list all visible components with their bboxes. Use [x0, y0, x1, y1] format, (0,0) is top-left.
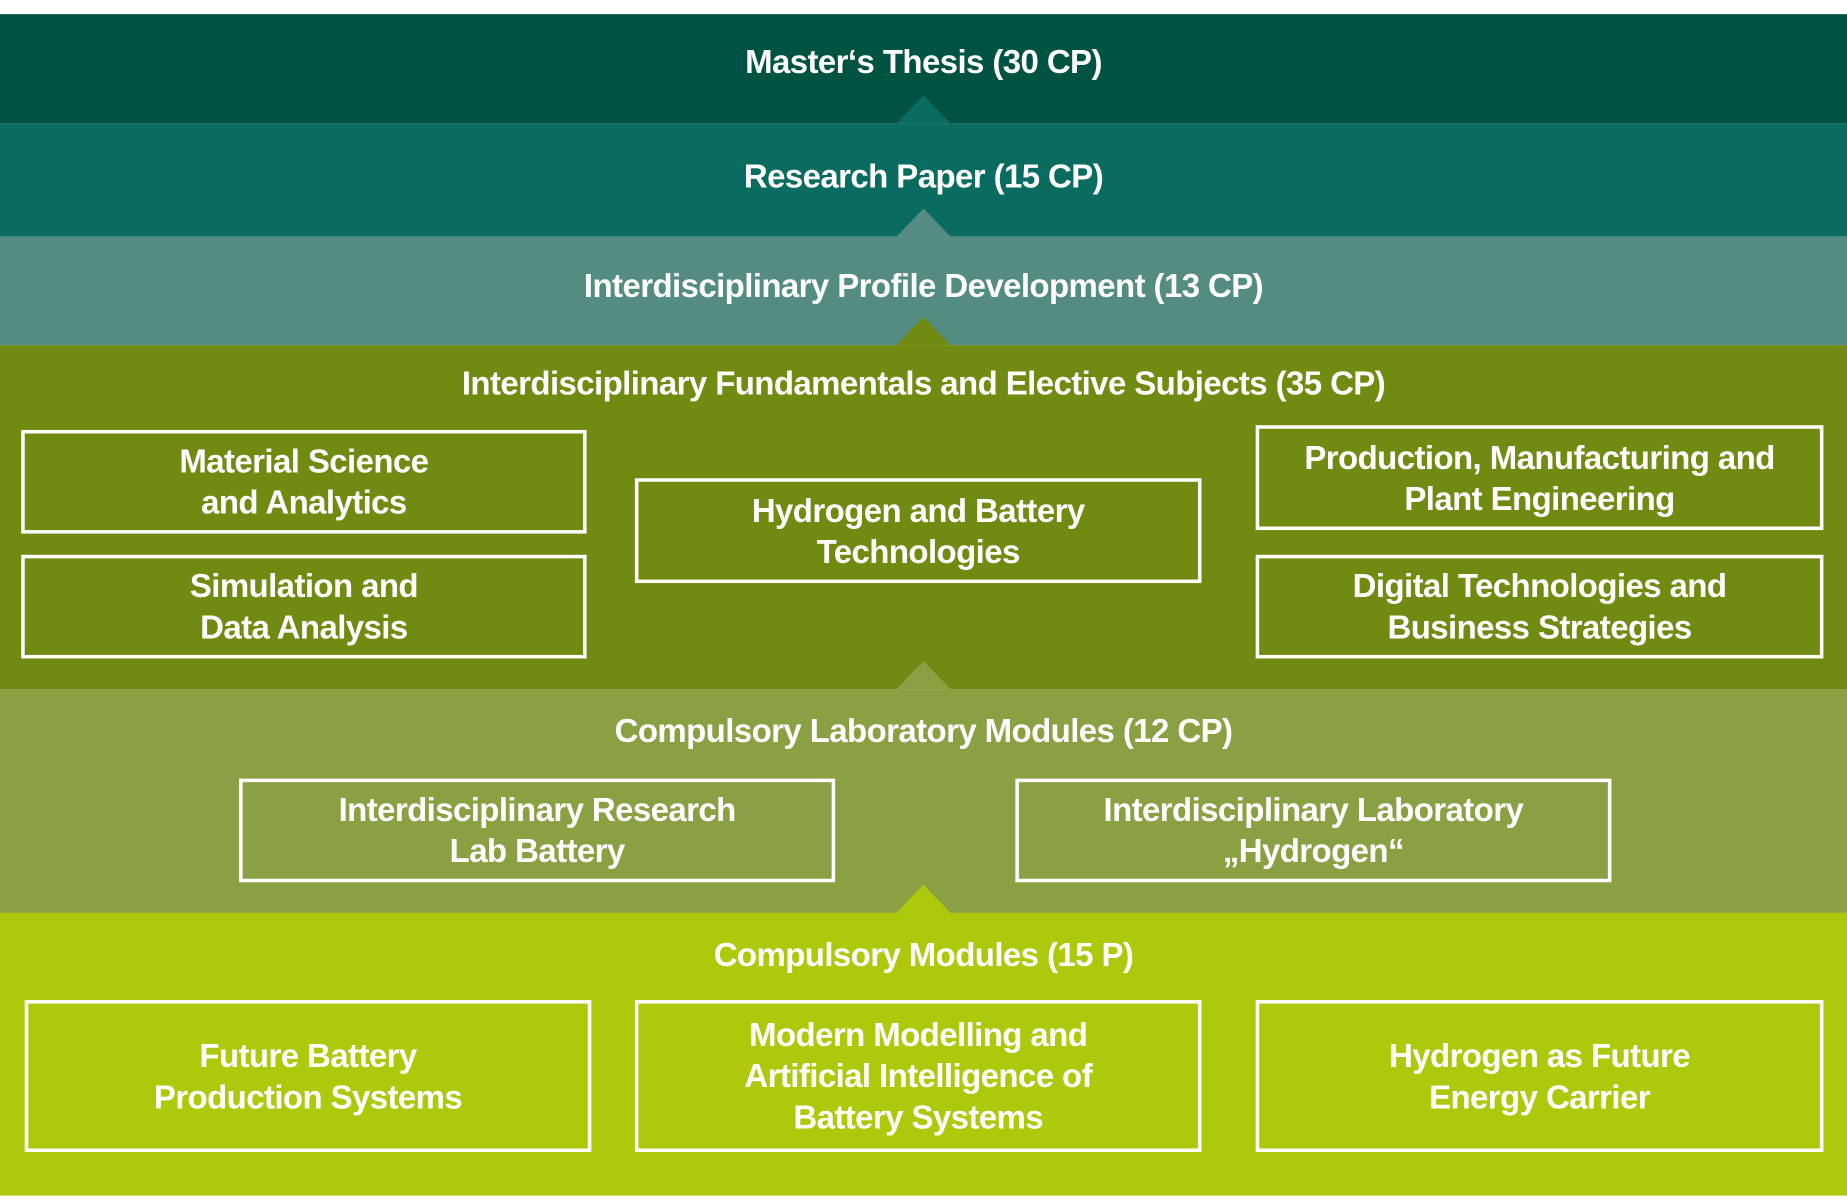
- fundamentals-title: Interdisciplinary Fundamentals and Elect…: [461, 365, 1386, 402]
- compulsory-modules-title: Compulsory Modules (15 P): [713, 936, 1134, 973]
- module-hydrogen-energy-carrier: Hydrogen as Future Energy Carrier: [1255, 1000, 1824, 1153]
- arrow-up-icon: [896, 660, 951, 690]
- module-future-battery-production: Future Battery Production Systems: [24, 1000, 592, 1153]
- arrow-up-icon: [896, 208, 951, 237]
- module-simulation-data-analysis: Simulation and Data Analysis: [21, 554, 587, 659]
- research-paper-title: Research Paper (15 CP): [743, 157, 1104, 195]
- profile-development-title: Interdisciplinary Profile Development (1…: [583, 267, 1264, 304]
- module-modern-modelling-ai: Modern Modelling and Artificial Intellig…: [634, 1000, 1202, 1153]
- module-production-manufacturing: Production, Manufacturing and Plant Engi…: [1255, 425, 1824, 531]
- band-lab-modules: Compulsory Laboratory Modules (12 CP): [0, 689, 1847, 913]
- module-digital-technologies: Digital Technologies and Business Strate…: [1255, 554, 1824, 659]
- module-research-lab-battery: Interdisciplinary Research Lab Battery: [239, 778, 836, 883]
- masters-thesis-title: Master‘s Thesis (30 CP): [745, 43, 1102, 81]
- arrow-up-icon: [896, 316, 951, 346]
- module-material-science: Material Science and Analytics: [21, 429, 587, 534]
- module-hydrogen-battery-tech: Hydrogen and Battery Technologies: [634, 478, 1202, 584]
- lab-modules-title: Compulsory Laboratory Modules (12 CP): [614, 712, 1233, 750]
- arrow-up-icon: [896, 884, 951, 913]
- module-lab-hydrogen: Interdisciplinary Laboratory „Hydrogen“: [1015, 778, 1612, 883]
- arrow-up-icon: [896, 95, 951, 124]
- band-fundamentals: Interdisciplinary Fundamentals and Elect…: [0, 345, 1847, 690]
